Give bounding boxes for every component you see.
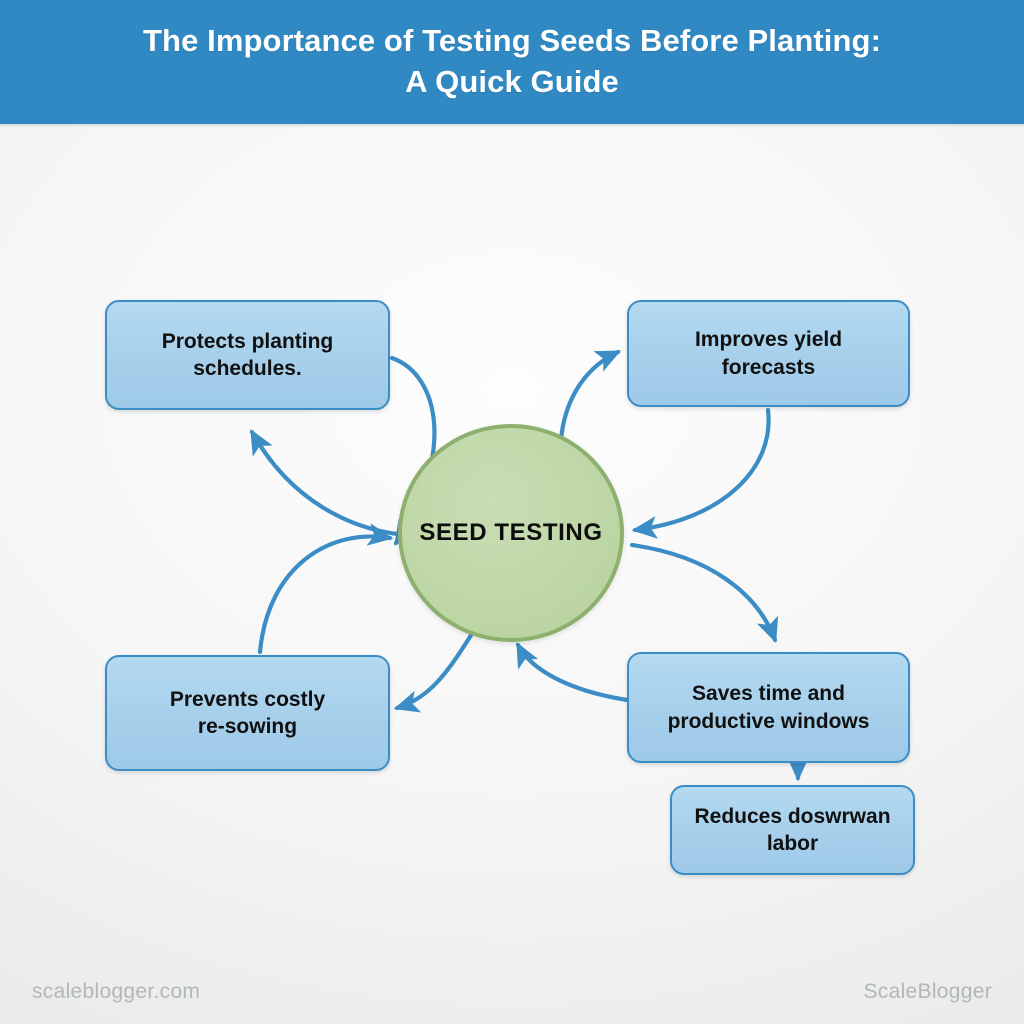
center-node-label: SEED TESTING: [419, 519, 603, 546]
arrow-center-to-prevents: [393, 629, 476, 713]
node-label: Improves yield forecasts: [694, 328, 843, 379]
watermark-brand: ScaleBlogger: [863, 980, 992, 1003]
node-protects-planting-schedules[interactable]: Protects planting schedules.: [105, 300, 390, 410]
header-banner: The Importance of Testing Seeds Before P…: [0, 0, 1024, 124]
arrow-center-to-protects: [249, 429, 409, 538]
arrow-prevents-to-center: [257, 523, 394, 655]
watermark-site-url: scaleblogger.com: [32, 980, 201, 1003]
node-label: Prevents costly re-sowing: [169, 687, 326, 738]
center-node-seed-testing[interactable]: SEED TESTING: [398, 424, 624, 642]
node-prevents-costly-re-sowing[interactable]: Prevents costly re-sowing: [105, 655, 390, 771]
arrow-center-to-improves: [558, 349, 622, 443]
arrow-improves-to-center: [631, 407, 771, 539]
node-label: Protects planting schedules.: [161, 329, 334, 380]
node-saves-time-and-productive-windows[interactable]: Saves time and productive windows: [627, 652, 910, 763]
node-label: Saves time and productive windows: [667, 682, 870, 733]
node-improves-yield-forecasts[interactable]: Improves yield forecasts: [627, 300, 910, 407]
node-reduces-labor[interactable]: Reduces doswrwan labor: [670, 785, 915, 875]
arrow-center-to-saves: [629, 542, 779, 644]
page-title: The Importance of Testing Seeds Before P…: [143, 23, 881, 99]
arrow-saves-to-center: [515, 642, 630, 703]
node-label: Reduces doswrwan labor: [694, 804, 891, 855]
